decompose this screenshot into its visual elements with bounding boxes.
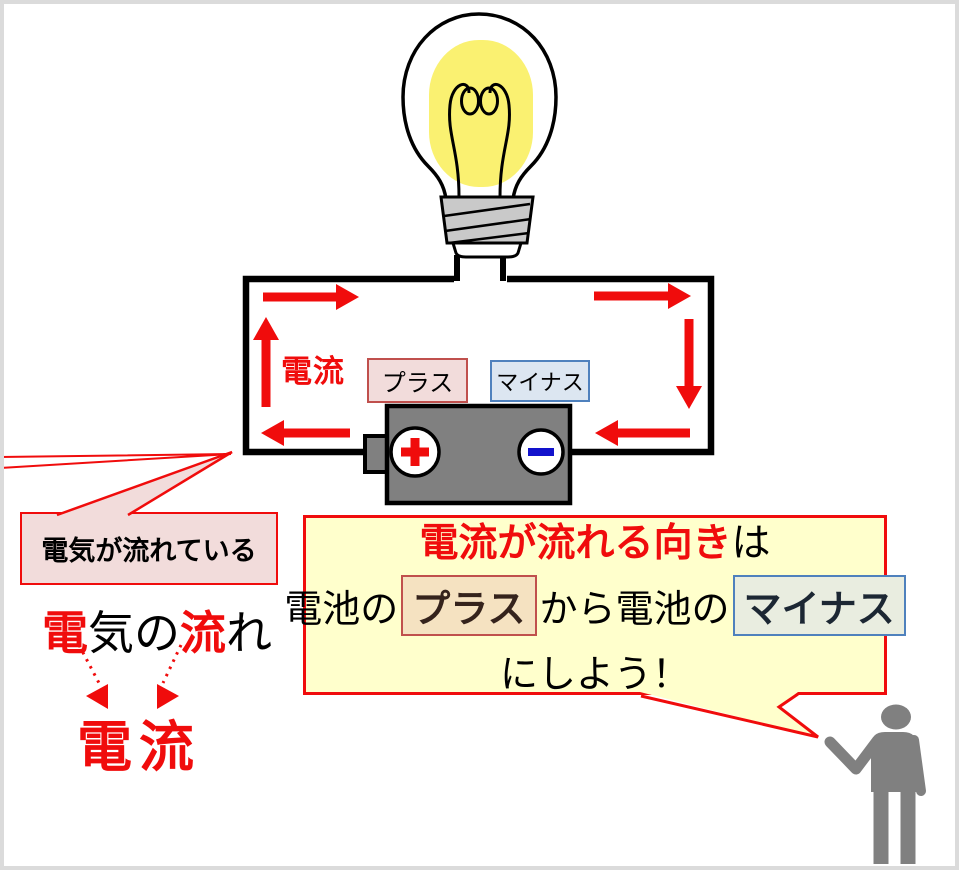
- current-term-result: 電流: [77, 716, 202, 778]
- speech-bubble-tail: [640, 692, 819, 739]
- person-torso: [871, 732, 917, 792]
- triangle-right-icon: [157, 684, 179, 709]
- bubble-plus-box: プラス: [401, 575, 537, 636]
- arrow-left-up: [253, 317, 279, 407]
- bubble-minus-box: マイナス: [732, 575, 906, 636]
- bubble-line2: 電池の プラス から電池の マイナス: [284, 575, 906, 636]
- arrow-bottom-left-left: [261, 420, 350, 446]
- arrow-top-left-right: [263, 284, 359, 310]
- battery-plus-symbol: [401, 438, 429, 466]
- filament-right: [488, 82, 511, 198]
- bubble-line3: にしよう！: [499, 654, 690, 696]
- presenter-person-icon: [824, 704, 926, 864]
- bubble-line2-b: から電池の: [539, 589, 730, 631]
- filament-left: [448, 82, 471, 198]
- minus-terminal-tag: マイナス: [490, 360, 590, 402]
- bulb-lead-wires: [454, 255, 506, 281]
- screw-threads: [443, 202, 532, 245]
- person-side-arm: [909, 735, 926, 796]
- phrase-seg-kino: 気の: [88, 607, 180, 659]
- electric-flow-phrase: 電気の流れ: [42, 597, 272, 663]
- phrase-seg-den: 電: [42, 607, 88, 659]
- speech-bubble: 電流が流れる向きは 電池の プラス から電池の マイナス にしよう！: [284, 512, 906, 696]
- flow-dotted-arrows: [77, 644, 183, 709]
- minus-terminal-tag-label: マイナス: [496, 370, 584, 395]
- phrase-seg-ryu: 流: [180, 607, 226, 659]
- arrow-top-right-right: [594, 283, 691, 309]
- phrase-seg-re: れ: [226, 607, 272, 659]
- person-legs: [873, 790, 916, 864]
- electricity-flowing-callout: 電気が流れている: [20, 512, 278, 585]
- electricity-flowing-callout-label: 電気が流れている: [41, 536, 257, 566]
- plus-terminal-tag-label: プラス: [381, 370, 454, 397]
- bubble-line2-a: 電池の: [284, 589, 399, 631]
- bubble-line1-highlight: 電流が流れる向き: [419, 522, 732, 565]
- person-pointing-arm: [824, 735, 883, 775]
- bubble-line1-rest: は: [731, 522, 771, 565]
- current-arrows: [253, 283, 702, 446]
- bubble-line1: 電流が流れる向きは: [419, 512, 770, 568]
- left-callout-tail: [56, 450, 233, 517]
- battery-icon: [363, 403, 573, 506]
- arrow-bottom-right-left: [595, 420, 690, 446]
- plus-terminal-tag: プラス: [367, 358, 468, 403]
- filament-loop-right: [479, 86, 499, 116]
- bulb-screw-base: [439, 195, 535, 245]
- bulb-tip: [450, 241, 524, 259]
- current-flow-label: 電流: [281, 354, 345, 389]
- light-bulb-icon: [401, 12, 558, 259]
- arrow-right-down: [676, 319, 702, 409]
- callout-thin-pointer: [0, 453, 232, 469]
- person-head: [881, 704, 911, 730]
- filament-loop-left: [460, 86, 480, 116]
- triangle-left-icon: [86, 684, 108, 709]
